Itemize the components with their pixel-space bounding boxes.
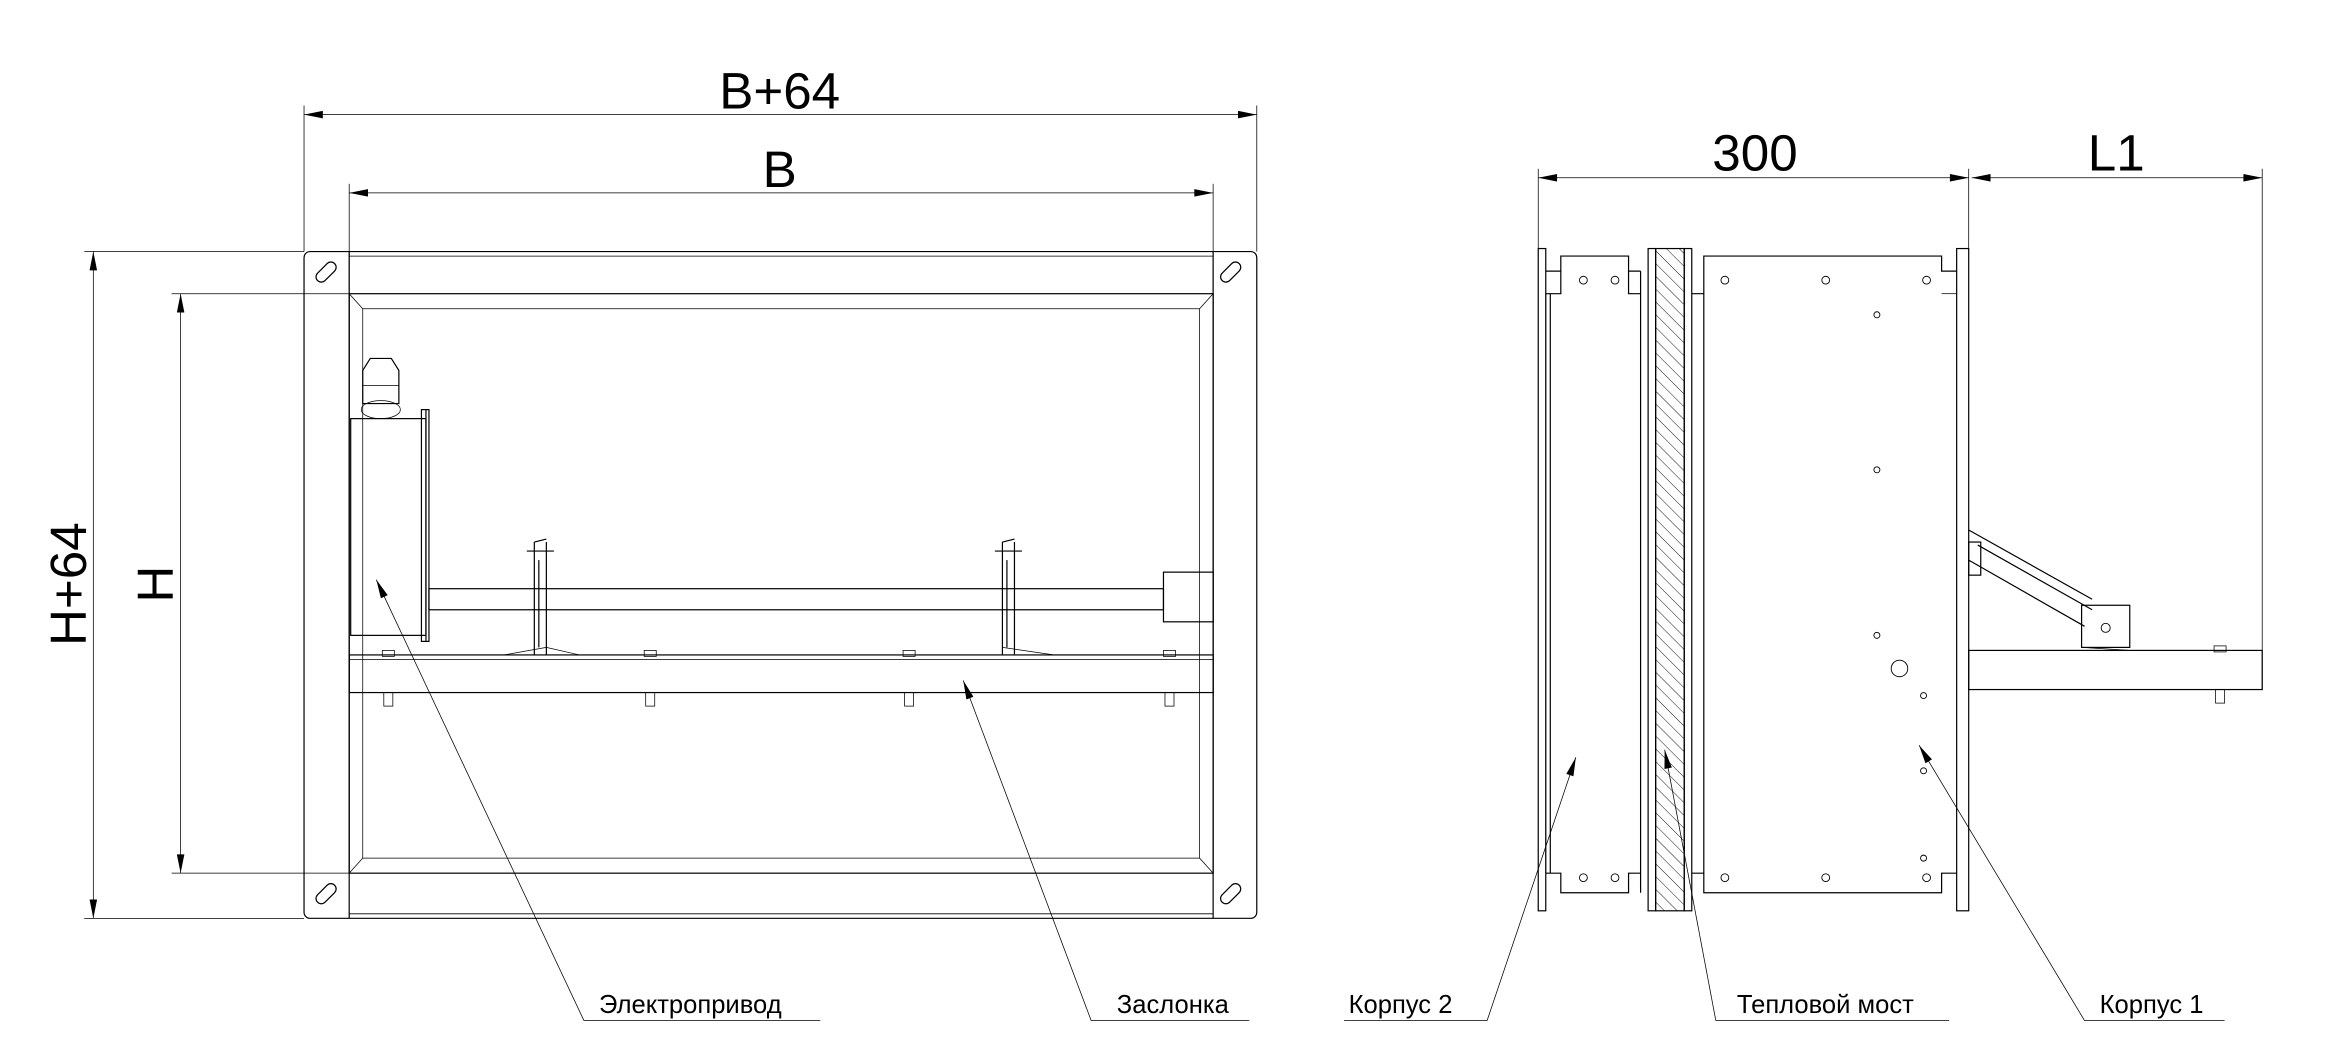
dimension-label-length: 300: [1712, 124, 1797, 181]
dimension-length: 300: [1537, 124, 1970, 249]
shaft-brackets: [504, 538, 1054, 656]
dimension-inner-width: B: [348, 141, 1214, 294]
housing-2: [1537, 247, 1642, 912]
thermal-bridge: [1647, 247, 1693, 912]
dimension-label-inner-height: H: [127, 566, 184, 603]
dimension-label-actuator-length: L1: [2088, 124, 2145, 181]
actuator: [350, 357, 430, 642]
callout-label-housing-2: Корпус 2: [1349, 991, 1453, 1019]
callout-label-actuator: Электропривод: [599, 991, 782, 1019]
actuator-bracket: [1968, 529, 2263, 704]
damper-blade: [348, 654, 1214, 694]
cable-gland: [362, 357, 400, 405]
dimension-label-outer-width: B+64: [719, 63, 840, 120]
callout-label-housing-1: Корпус 1: [2100, 991, 2204, 1019]
inner-frame: [348, 293, 1214, 874]
dimension-label-outer-height: H+64: [40, 522, 97, 646]
mounting-slots: [315, 261, 1242, 905]
housing-1: [1691, 247, 1970, 912]
callout-label-thermal-bridge: Тепловой мост: [1737, 991, 1914, 1019]
blade-bolts: [381, 650, 1176, 707]
front-view: B+64 B H+64 H: [40, 63, 1258, 1022]
callout-housing-1: Корпус 1: [1918, 745, 2225, 1022]
dimension-inner-height: H: [127, 293, 350, 874]
callout-actuator: Электропривод: [375, 579, 821, 1022]
dimension-outer-width: B+64: [303, 63, 1258, 252]
callout-damper: Заслонка: [962, 680, 1250, 1022]
callout-thermal-bridge: Тепловой мост: [1664, 749, 1950, 1022]
side-view: 300 L1: [1344, 124, 2263, 1022]
callout-label-damper: Заслонка: [1117, 991, 1230, 1019]
flange-outline: [303, 250, 1258, 919]
dimension-actuator-length: L1: [1971, 124, 2263, 690]
callout-housing-2: Корпус 2: [1344, 757, 1577, 1022]
dimension-label-inner-width: B: [763, 141, 797, 198]
dimension-outer-height: H+64: [40, 251, 305, 919]
shaft-end-cap: [1162, 571, 1214, 623]
